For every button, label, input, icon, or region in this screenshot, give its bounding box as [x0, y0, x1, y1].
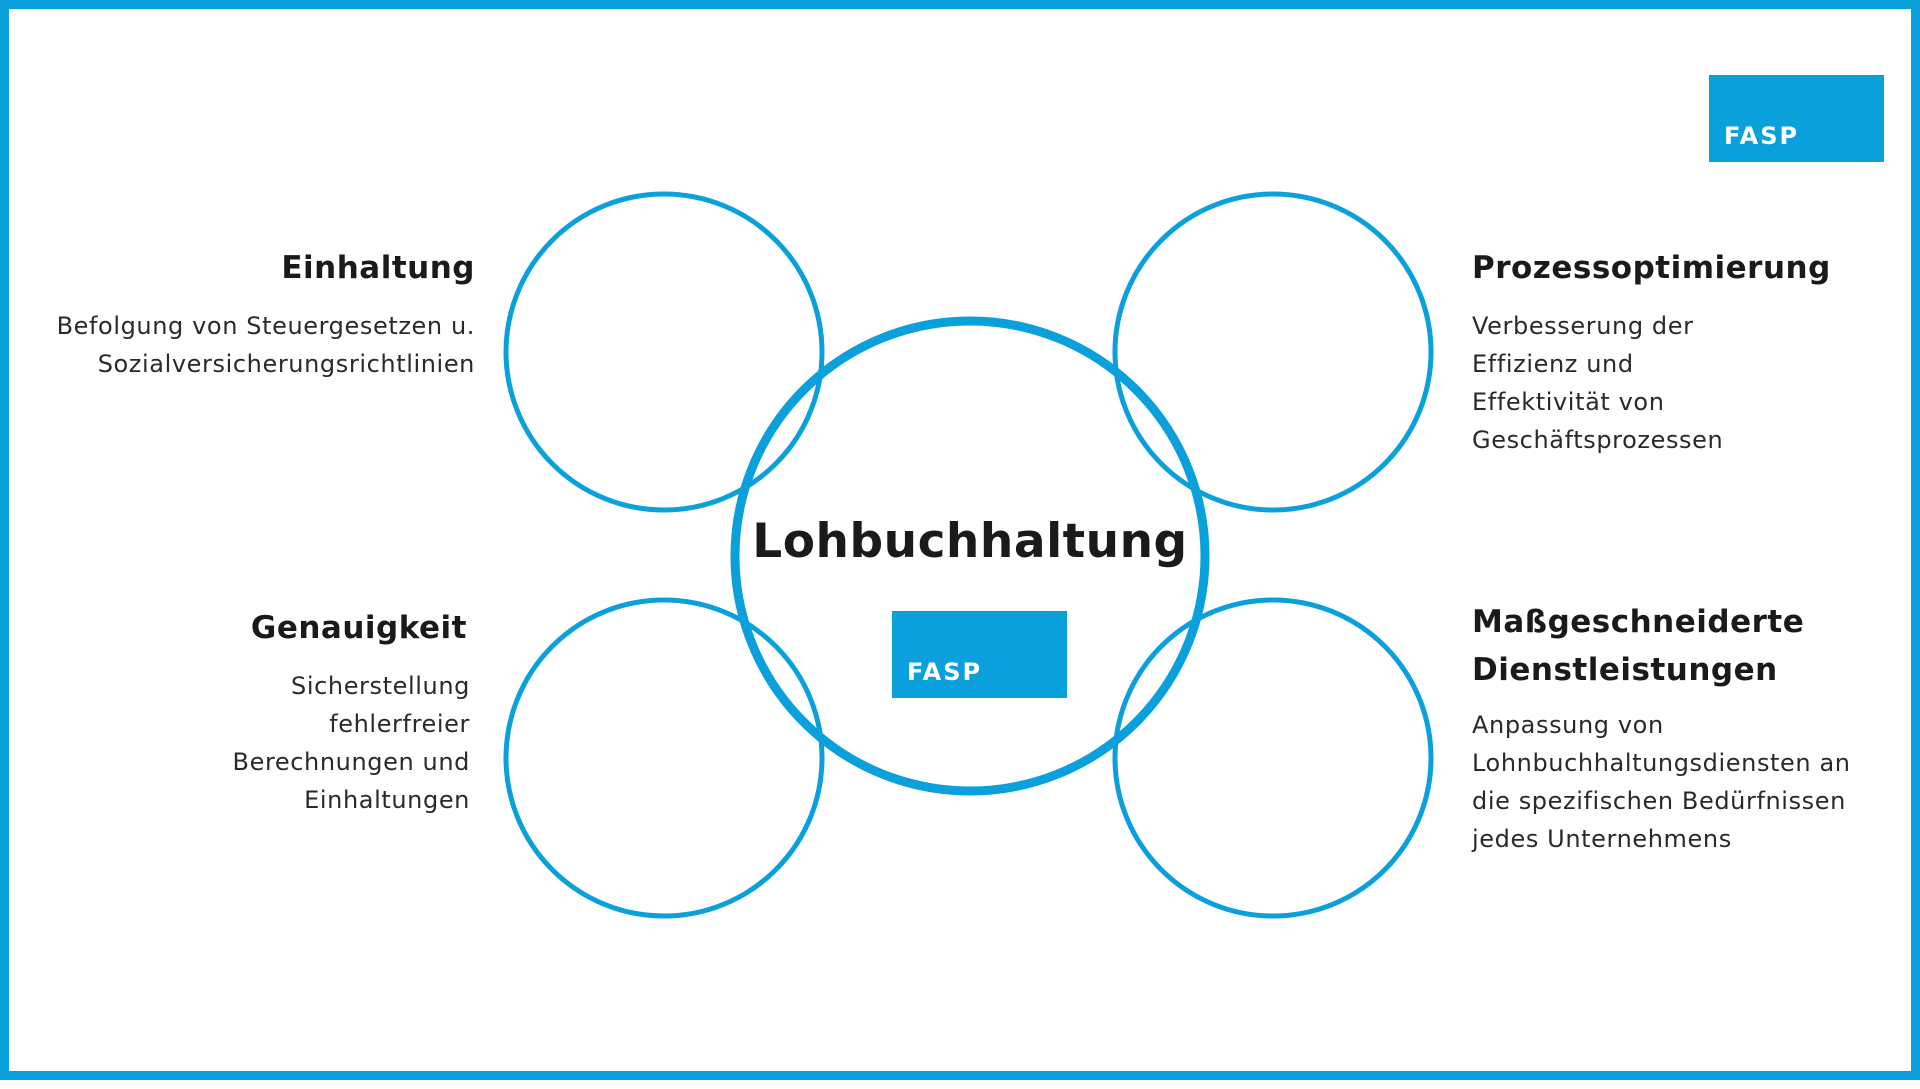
- block-description: Sicherstellung fehlerfreier Berechnungen…: [233, 667, 470, 819]
- description-line: Effizienz und: [1472, 350, 1634, 378]
- circle-top-left: [503, 191, 825, 513]
- circle-center: [730, 316, 1210, 796]
- block-title: Einhaltung: [281, 250, 475, 286]
- block-title: Maßgeschneiderte Dienstleistungen: [1472, 598, 1851, 694]
- block-title: Genauigkeit: [250, 610, 467, 646]
- description-line: Anpassung von: [1472, 711, 1664, 739]
- circle-bottom-right: [1112, 597, 1434, 919]
- logo-badge-center: FASP: [892, 611, 1067, 698]
- description-line: Verbesserung der: [1472, 312, 1694, 340]
- description-line: Effektivität von: [1472, 388, 1665, 416]
- block-description: Befolgung von Steuergesetzen u. Sozialve…: [57, 307, 475, 383]
- title-line: Maßgeschneiderte: [1472, 604, 1805, 640]
- block-title: Prozessoptimierung: [1472, 250, 1831, 286]
- block-description: Verbesserung der Effizienz und Effektivi…: [1472, 307, 1831, 459]
- block-description: Anpassung von Lohnbuchhaltungsdiensten a…: [1472, 706, 1851, 858]
- description-line: Sozialversicherungsrichtlinien: [97, 350, 475, 378]
- logo-text: FASP: [1724, 122, 1800, 150]
- block-genauigkeit: Genauigkeit Sicherstellung fehlerfreier …: [233, 604, 470, 819]
- description-line: Berechnungen und: [232, 748, 470, 776]
- description-line: Einhaltungen: [304, 786, 470, 814]
- description-line: Befolgung von Steuergesetzen u.: [56, 312, 475, 340]
- block-prozessoptimierung: Prozessoptimierung Verbesserung der Effi…: [1472, 244, 1831, 459]
- block-massgeschneiderte-dienstleistungen: Maßgeschneiderte Dienstleistungen Anpass…: [1472, 598, 1851, 858]
- venn-diagram: [503, 191, 1434, 919]
- circle-bottom-left: [503, 597, 825, 919]
- description-line: fehlerfreier: [329, 710, 470, 738]
- logo-text: FASP: [907, 658, 983, 686]
- description-line: die spezifischen Bedürfnissen: [1472, 787, 1846, 815]
- description-line: Sicherstellung: [290, 672, 470, 700]
- description-line: Geschäftsprozessen: [1472, 426, 1724, 454]
- description-line: jedes Unternehmens: [1472, 825, 1732, 853]
- description-line: Lohnbuchhaltungsdiensten an: [1472, 749, 1851, 777]
- center-title: Lohbuchhaltung: [752, 514, 1188, 569]
- title-line: Dienstleistungen: [1472, 652, 1778, 688]
- logo-badge-top: FASP: [1709, 75, 1884, 162]
- circle-top-right: [1112, 191, 1434, 513]
- block-einhaltung: Einhaltung Befolgung von Steuergesetzen …: [57, 244, 475, 383]
